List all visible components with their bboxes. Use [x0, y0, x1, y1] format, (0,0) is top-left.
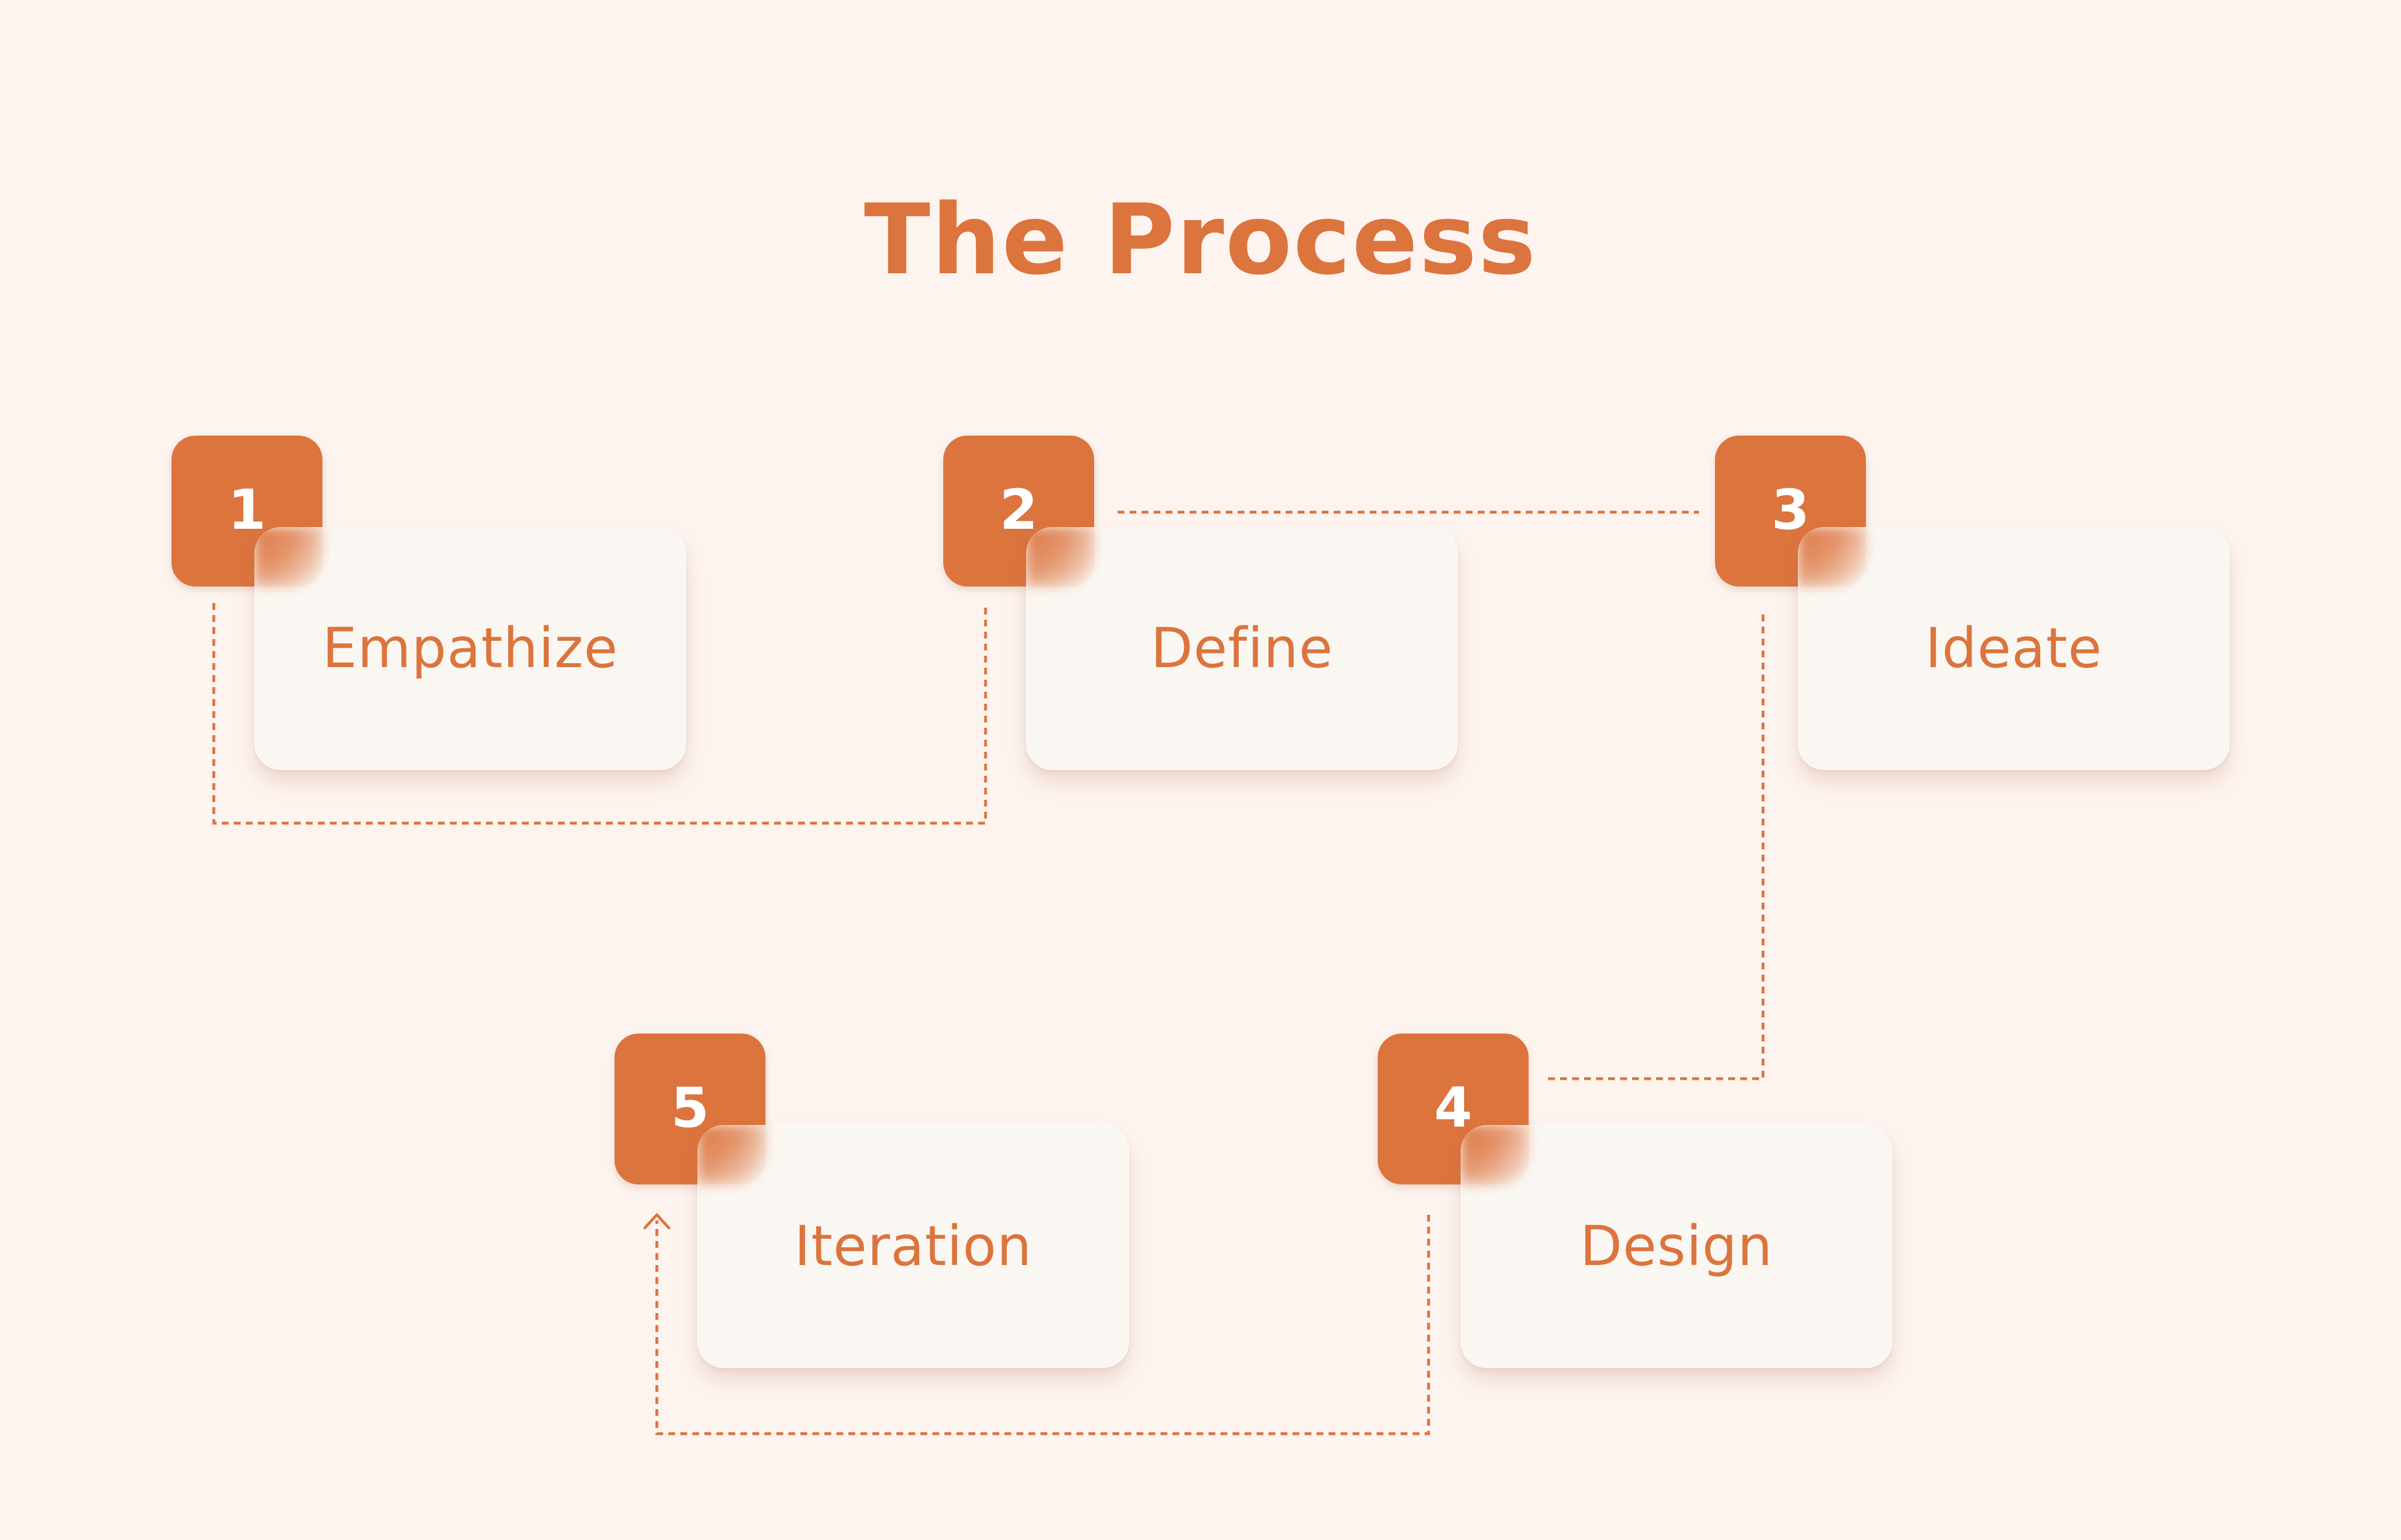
- step-label: Design: [1580, 1214, 1773, 1278]
- step-empathize: 1 Empathize: [172, 436, 686, 773]
- connector-4-to-5: [655, 1215, 1430, 1435]
- step-label: Empathize: [322, 616, 619, 680]
- step-define: 2 Define: [943, 436, 1458, 773]
- step-card: Design: [1461, 1125, 1892, 1368]
- step-label: Iteration: [794, 1214, 1032, 1278]
- arrowhead-icon: [643, 1213, 671, 1230]
- step-label: Ideate: [1925, 616, 2103, 680]
- step-card: Empathize: [254, 527, 686, 770]
- step-card: Define: [1026, 527, 1458, 770]
- step-iteration: 5 Iteration: [615, 1034, 1129, 1371]
- step-design: 4 Design: [1378, 1034, 1892, 1371]
- step-label: Define: [1150, 616, 1334, 680]
- step-card: Iteration: [697, 1125, 1129, 1368]
- step-card: Ideate: [1798, 527, 2230, 770]
- step-ideate: 3 Ideate: [1715, 436, 2230, 773]
- page-title: The Process: [864, 183, 1537, 297]
- connector-1-to-2: [212, 603, 987, 825]
